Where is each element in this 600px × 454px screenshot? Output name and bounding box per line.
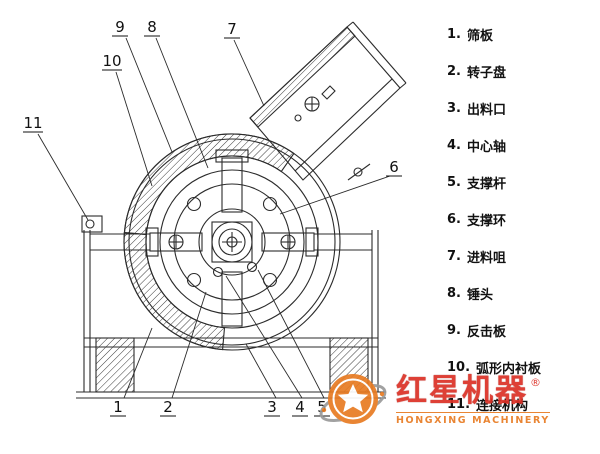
legend-item-label: 筛板: [466, 29, 493, 44]
callout-10: 10: [102, 52, 121, 70]
brand-subtitle: HONGXING MACHINERY: [396, 411, 550, 426]
legend-item: 11. 连接机构: [447, 386, 597, 423]
legend-item: 8. 锤头: [447, 275, 597, 312]
callout-1: 1: [113, 398, 123, 416]
legend-item: 4. 中心轴: [447, 127, 597, 164]
screen-plate-liner: [123, 232, 226, 351]
hammer-arms: [145, 149, 319, 327]
hongxing-watermark: 红星机器 ® HONGXING MACHINERY: [316, 352, 596, 448]
mount-bracket-right: [347, 163, 371, 181]
legend-item-number: 6.: [447, 212, 461, 227]
impact-plate-liner: [123, 133, 295, 236]
legend-item-number: 11.: [447, 397, 471, 412]
legend-item: 5. 支撑杆: [447, 164, 597, 201]
legend-item-number: 2.: [447, 64, 461, 79]
legend-item: 10. 弧形内衬板: [447, 349, 597, 386]
chute-bolt: [294, 85, 336, 122]
parts-legend: 1. 筛板 2. 转子盘 3. 出料口 4. 中心轴 5. 支撑杆 6. 支撑环 7. 进料咀…: [447, 16, 597, 423]
legend-item: 9. 反击板: [447, 312, 597, 349]
legend-item-number: 10.: [447, 360, 471, 375]
legend-item-number: 8.: [447, 286, 461, 301]
legend-item-label: 支撑环: [466, 214, 506, 229]
legend-item-number: 1.: [447, 27, 461, 42]
hammer-pin-right: [280, 234, 296, 250]
callout-4: 4: [295, 398, 305, 416]
callout-11: 11: [23, 114, 42, 132]
watermark-text: 红星机器 ® HONGXING MACHINERY: [396, 373, 550, 426]
legend-item-label: 中心轴: [466, 140, 506, 155]
callout-7: 7: [227, 20, 237, 38]
callout-9: 9: [115, 18, 125, 36]
callout-2: 2: [163, 398, 173, 416]
brand-name: 红星机器: [396, 373, 528, 410]
leader-lines: [37, 37, 391, 399]
callout-6: 6: [389, 158, 399, 176]
legend-item: 3. 出料口: [447, 90, 597, 127]
legend-item-number: 3.: [447, 101, 461, 116]
callout-3: 3: [267, 398, 277, 416]
legend-item: 6. 支撑环: [447, 201, 597, 238]
legend-item: 1. 筛板: [447, 16, 597, 53]
callout-5: 5: [317, 398, 327, 416]
legend-item-label: 锤头: [466, 288, 493, 303]
star-logo-icon: [319, 374, 387, 424]
legend-item-label: 反击板: [466, 325, 506, 340]
hammer-pin-left: [168, 234, 184, 250]
central-shaft: [198, 208, 266, 276]
legend-item-number: 9.: [447, 323, 461, 338]
legend-item-label: 弧形内衬板: [476, 362, 542, 377]
legend-item-label: 出料口: [466, 103, 506, 118]
legend-item-number: 7.: [447, 249, 461, 264]
legend-item: 7. 进料咀: [447, 238, 597, 275]
legend-item-number: 5.: [447, 175, 461, 190]
legend-item-label: 进料咀: [466, 251, 506, 266]
callout-8: 8: [147, 18, 157, 36]
mount-bracket-left: [81, 215, 103, 233]
registered-mark: ®: [530, 376, 541, 390]
legend-item-number: 4.: [447, 138, 461, 153]
legend-item-label: 转子盘: [466, 66, 506, 81]
feed-chute: [249, 21, 407, 181]
callout-numbers: 9 8 7 10 11 6 1 2 3 4 5: [23, 18, 402, 417]
legend-item-label: 连接机构: [476, 399, 529, 414]
legend-item-label: 支撑杆: [466, 177, 506, 192]
legend-item: 2. 转子盘: [447, 53, 597, 90]
